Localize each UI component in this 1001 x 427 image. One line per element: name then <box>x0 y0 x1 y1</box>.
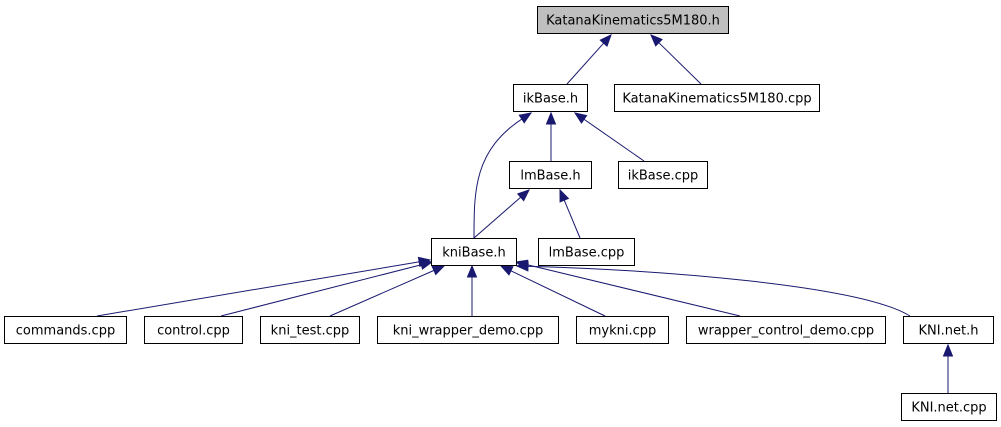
node-box <box>431 238 517 266</box>
edge-line <box>524 263 741 317</box>
node-commands-cpp[interactable]: commands.cpp <box>4 316 127 344</box>
arrowhead-icon <box>431 265 446 276</box>
node-ikbase-h[interactable]: ikBase.h <box>513 84 588 112</box>
edge-wrapper_control_demo_cpp-to-knibase_h <box>514 259 741 317</box>
edge-line <box>473 195 523 239</box>
edge-line <box>329 269 436 317</box>
edge-lmbase_h-to-ikbase_h <box>545 111 557 161</box>
edge-line <box>525 265 911 317</box>
node-kni-wrapper-demo-cpp[interactable]: kni_wrapper_demo.cpp <box>377 316 559 344</box>
node-box <box>144 316 243 344</box>
arrowhead-icon <box>419 259 434 270</box>
node-label: commands.cpp <box>16 324 115 339</box>
node-ikbase-cpp[interactable]: ikBase.cpp <box>618 161 708 189</box>
arrowhead-icon <box>516 189 530 202</box>
node-box <box>903 316 994 344</box>
node-kni-net-cpp[interactable]: KNI.net.cpp <box>901 393 997 421</box>
arrowhead-icon <box>942 343 954 357</box>
node-label: control.cpp <box>157 324 230 339</box>
node-label: KNI.net.cpp <box>911 401 986 416</box>
edge-commands_cpp-to-knibase_h <box>96 256 432 317</box>
node-label: mykni.cpp <box>589 324 657 339</box>
edge-line <box>657 40 702 85</box>
arrowhead-icon <box>599 34 612 48</box>
node-box <box>377 316 559 344</box>
node-mykni-cpp[interactable]: mykni.cpp <box>576 316 669 344</box>
edge-katana_cpp-to-katana_h <box>650 34 702 85</box>
arrowhead-icon <box>499 265 514 276</box>
node-box <box>614 84 820 112</box>
edge-kni_test_cpp-to-knibase_h <box>329 265 446 317</box>
node-box <box>538 238 635 266</box>
node-label: ikBase.cpp <box>628 169 699 184</box>
edge-line <box>96 260 422 317</box>
edge-lmbase_cpp-to-lmbase_h <box>559 188 581 239</box>
node-box <box>513 84 588 112</box>
arrowhead-icon <box>573 112 588 124</box>
node-katana-cpp[interactable]: KatanaKinematics5M180.cpp <box>614 84 820 112</box>
node-label: kni_test.cpp <box>271 324 350 339</box>
edge-line <box>473 117 524 239</box>
arrowhead-icon <box>515 261 529 272</box>
node-lmbase-cpp[interactable]: lmBase.cpp <box>538 238 635 266</box>
node-box <box>901 393 997 421</box>
edge-mykni_cpp-to-knibase_h <box>499 265 606 317</box>
node-label: kni_wrapper_demo.cpp <box>393 324 544 339</box>
edge-ikbase_cpp-to-ikbase_h <box>573 112 645 162</box>
node-lmbase-h[interactable]: lmBase.h <box>509 161 592 189</box>
edge-kni_net_h-to-knibase_h <box>515 261 911 317</box>
node-label: kniBase.h <box>442 246 505 261</box>
edge-line <box>582 117 645 162</box>
edge-knibase_h-to-lmbase_h <box>473 189 530 239</box>
node-label: wrapper_control_demo.cpp <box>698 324 874 339</box>
node-knibase-h[interactable]: kniBase.h <box>431 238 517 266</box>
node-kni-test-cpp[interactable]: kni_test.cpp <box>260 316 360 344</box>
edges-layer <box>96 34 954 393</box>
node-wrapper-control-demo-cpp[interactable]: wrapper_control_demo.cpp <box>686 316 886 344</box>
arrowhead-icon <box>466 264 478 278</box>
node-box <box>260 316 360 344</box>
node-label: lmBase.cpp <box>549 246 625 261</box>
node-label: KatanaKinematics5M180.cpp <box>622 92 811 107</box>
arrowhead-icon <box>518 112 533 124</box>
arrowhead-icon <box>650 34 663 47</box>
edge-line <box>508 269 606 317</box>
edge-kni_wrapper_demo_cpp-to-knibase_h <box>466 264 478 316</box>
arrowhead-icon <box>559 188 570 203</box>
node-kni-net-h[interactable]: KNI.net.h <box>903 316 994 344</box>
node-label: KatanaKinematics5M180.h <box>546 14 720 29</box>
node-control-cpp[interactable]: control.cpp <box>144 316 243 344</box>
edge-control_cpp-to-knibase_h <box>220 259 434 317</box>
node-box <box>576 316 669 344</box>
edge-knibase_h-to-ikbase_h <box>473 112 533 239</box>
node-label: lmBase.h <box>520 169 580 184</box>
node-label: KNI.net.h <box>919 324 979 339</box>
node-label: ikBase.h <box>523 92 578 107</box>
edge-ikbase_h-to-katana_h <box>566 34 612 85</box>
edge-line <box>566 41 606 85</box>
arrowhead-icon <box>545 111 557 125</box>
node-box <box>618 161 708 189</box>
edge-line <box>563 198 581 239</box>
edge-kni_net_cpp-to-kni_net_h <box>942 343 954 393</box>
node-box <box>509 161 592 189</box>
edge-line <box>220 263 424 317</box>
node-box <box>686 316 886 344</box>
nodes-layer: KatanaKinematics5M180.h ikBase.h KatanaKin… <box>4 6 997 421</box>
node-box <box>537 6 729 34</box>
node-box <box>4 316 127 344</box>
node-katana-h[interactable]: KatanaKinematics5M180.h <box>537 6 729 34</box>
